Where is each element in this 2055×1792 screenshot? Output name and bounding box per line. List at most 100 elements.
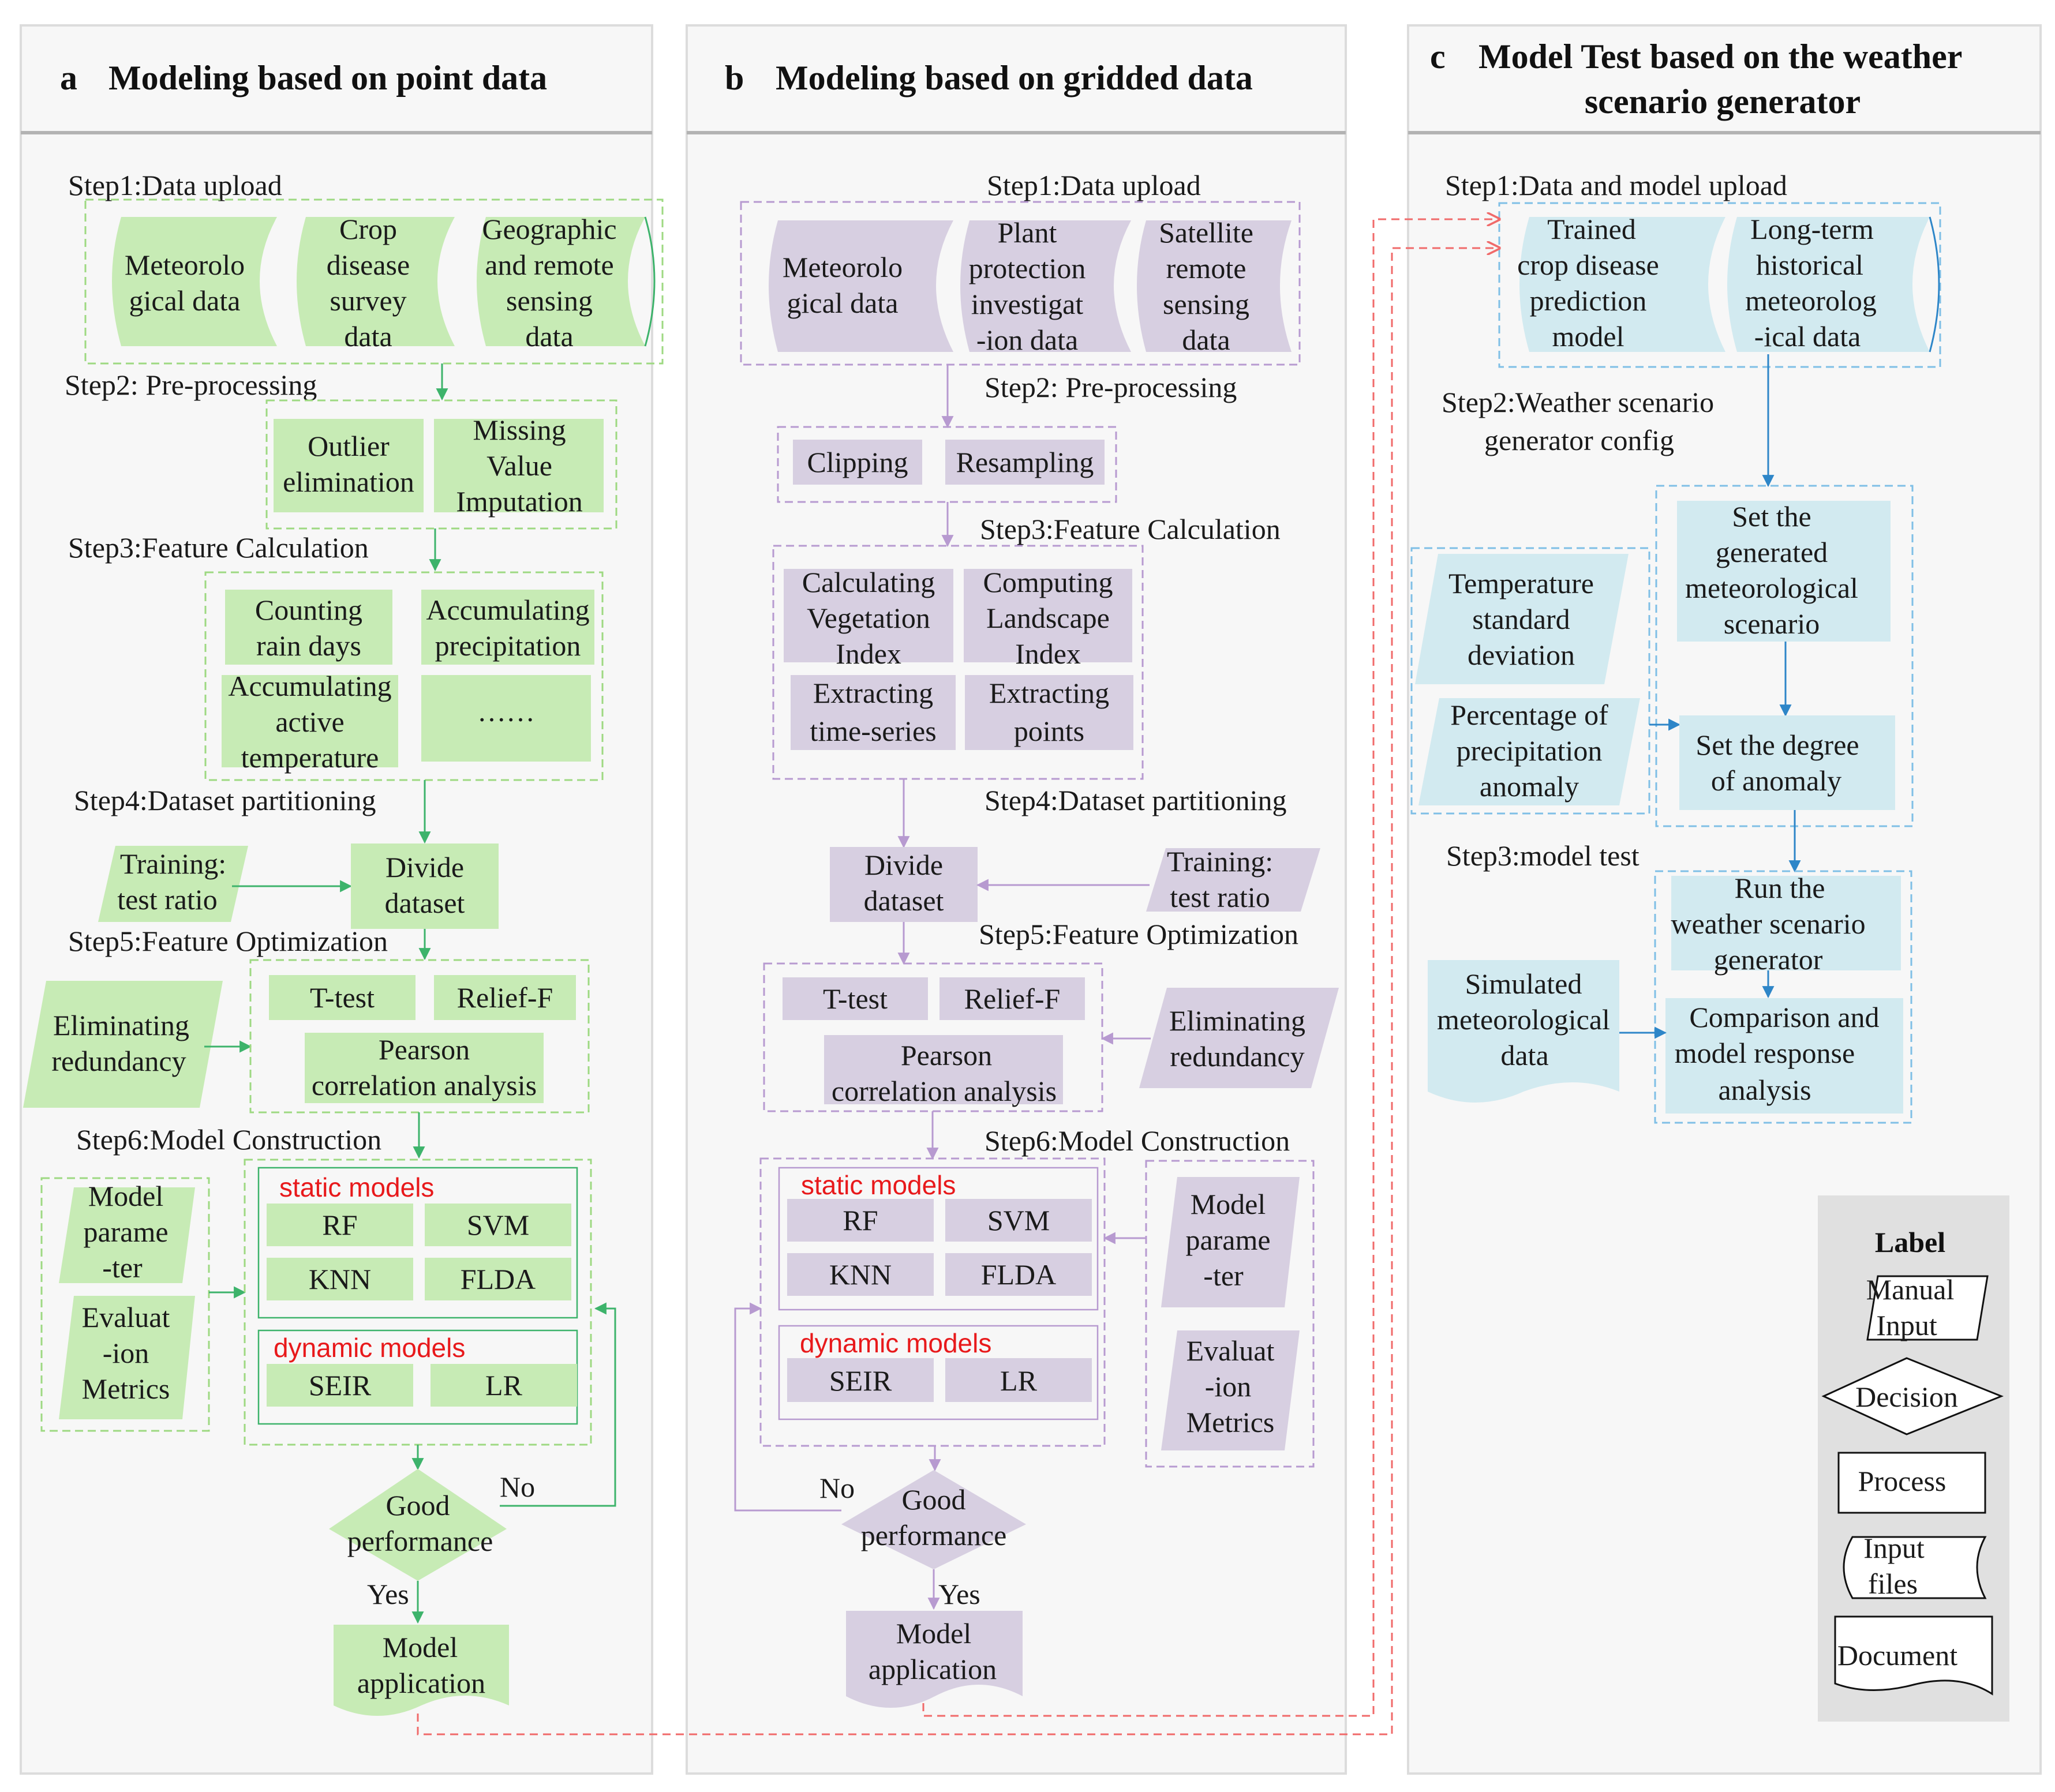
legend-decision-label: Decision xyxy=(1855,1381,1958,1413)
b-divide-line2: dataset xyxy=(864,884,944,917)
b-param-line2: parame xyxy=(1185,1224,1270,1256)
b-ratio-manual-input xyxy=(1146,848,1320,912)
c-temp-line1: Temperature xyxy=(1448,567,1594,599)
a-param-line3: -ter xyxy=(102,1251,143,1284)
a-missing-box xyxy=(434,419,604,512)
red-link-a-to-c xyxy=(417,248,1499,1735)
a-seir-label: SEIR xyxy=(309,1369,372,1401)
a-decision-line2: performance xyxy=(347,1525,493,1557)
b-feat-3-line2: time-series xyxy=(810,715,936,747)
panel-b-letter: b xyxy=(725,59,744,97)
c-step2-line1: Step2:Weather scenario xyxy=(1442,386,1714,418)
legend-manual-line1: Manual xyxy=(1866,1273,1955,1306)
b-feat-2-line1: Computing xyxy=(983,566,1113,598)
b-input-meteorological xyxy=(769,220,953,352)
b-feat-2-line2: Landscape xyxy=(986,602,1110,634)
legend-input-line1: Input xyxy=(1863,1532,1925,1564)
b-ttest-label: T-test xyxy=(823,983,888,1015)
b-svm-label: SVM xyxy=(987,1204,1050,1236)
b-step1-label: Step1:Data upload xyxy=(987,169,1201,201)
a-input-1-line2: gical data xyxy=(129,284,241,317)
c-run-line2: weather scenario xyxy=(1671,908,1865,940)
c-precip-anomaly-input xyxy=(1418,698,1640,805)
a-rf-label: RF xyxy=(322,1209,357,1241)
a-counting-box xyxy=(225,590,392,665)
c-input-long-term xyxy=(1727,217,1930,352)
b-decision-line1: Good xyxy=(901,1483,965,1516)
b-eval-metrics-input xyxy=(1161,1330,1300,1450)
c-compare-line3: analysis xyxy=(1718,1074,1811,1106)
legend-manual-line2: Input xyxy=(1876,1309,1937,1341)
c-sim-line2: meteorological xyxy=(1437,1003,1610,1036)
a-feat-3-line1: Accumulating xyxy=(228,670,391,702)
a-no-loop xyxy=(500,1302,616,1507)
red-dashed-connectors xyxy=(417,219,1499,1735)
b-input-plant-protection xyxy=(960,220,1131,352)
b-feat-1-line3: Index xyxy=(836,638,901,670)
a-step2-label: Step2: Pre-processing xyxy=(65,369,317,401)
a-svm-box xyxy=(425,1204,571,1246)
c-set-degree-line1: Set the degree xyxy=(1695,729,1859,761)
a-step1-group xyxy=(84,198,664,365)
b-input-2-line2: protection xyxy=(969,252,1086,284)
a-accum-precip-box xyxy=(421,590,594,665)
a-step4-label: Step4:Dataset partitioning xyxy=(74,784,376,816)
panel-c-title-line1: Model Test based on the weather xyxy=(1478,38,1962,76)
b-model-param-input xyxy=(1161,1177,1300,1307)
c-run-box xyxy=(1671,876,1901,970)
panel-c-letter: c xyxy=(1430,38,1446,76)
b-input-2-line4: -ion data xyxy=(976,324,1078,356)
c-set-scenario-line1: Set the xyxy=(1732,500,1811,533)
c-compare-box xyxy=(1665,998,1903,1114)
a-pearson-line1: Pearson xyxy=(379,1033,470,1066)
a-missing-line2: Value xyxy=(486,449,552,482)
a-input-3-line2: and remote xyxy=(485,249,614,281)
a-input-meteorological xyxy=(112,217,277,346)
b-step2-label: Step2: Pre-processing xyxy=(985,371,1237,403)
a-flda-box xyxy=(425,1258,571,1300)
a-ttest-box xyxy=(269,975,416,1020)
b-rf-label: RF xyxy=(843,1204,878,1236)
a-input-labels: Meteorolo gical data Crop disease survey… xyxy=(125,213,617,353)
a-ratio-line1: Training: xyxy=(120,848,226,880)
a-eval-line2: -ion xyxy=(103,1337,149,1369)
b-step3-group xyxy=(772,545,1144,780)
a-pearson-box xyxy=(305,1033,544,1103)
b-input-3-line2: remote xyxy=(1166,252,1247,284)
b-comp-land-box xyxy=(964,569,1132,662)
c-input-1-line3: prediction xyxy=(1530,284,1647,317)
a-param-line1: Model xyxy=(88,1180,164,1212)
c-input-2-line3: meteorolog xyxy=(1745,284,1877,317)
c-run-line3: generator xyxy=(1714,943,1823,976)
a-app-document xyxy=(334,1625,509,1716)
a-no-label: No xyxy=(500,1471,535,1503)
a-feat-3-line3: temperature xyxy=(241,741,379,774)
b-relief-box xyxy=(939,977,1085,1020)
c-compare-line1: Comparison and xyxy=(1689,1001,1879,1033)
a-input-2-line3: survey xyxy=(330,284,406,317)
legend-document-label: Document xyxy=(1837,1639,1957,1671)
a-elim-line1: Eliminating xyxy=(53,1009,189,1041)
a-missing-line1: Missing xyxy=(473,414,566,446)
a-ellipsis-box xyxy=(421,675,591,762)
a-rf-box xyxy=(267,1204,413,1246)
b-step2-group xyxy=(777,426,1117,503)
b-knn-label: KNN xyxy=(829,1258,892,1291)
legend-manual-input-shape xyxy=(1866,1275,1989,1341)
a-input-1-line1: Meteorolo xyxy=(125,249,245,281)
a-params-group xyxy=(40,1177,210,1432)
a-ratio-manual-input xyxy=(98,846,248,922)
b-step6-label: Step6:Model Construction xyxy=(985,1124,1290,1157)
a-relief-box xyxy=(434,975,576,1020)
b-dynamic-label: dynamic models xyxy=(800,1328,991,1358)
a-elim-manual-input xyxy=(23,981,223,1108)
a-input-3-line1: Geographic xyxy=(482,213,616,245)
b-input-1-line2: gical data xyxy=(787,287,899,319)
c-sim-line1: Simulated xyxy=(1465,968,1582,1000)
b-pearson-line2: correlation analysis xyxy=(832,1075,1057,1107)
b-resampling-box xyxy=(945,440,1105,485)
a-feat-1-line1: Counting xyxy=(255,594,362,626)
a-divide-line1: Divide xyxy=(385,851,464,883)
c-input-1-line4: model xyxy=(1552,320,1624,353)
a-static-label: static models xyxy=(279,1172,434,1202)
